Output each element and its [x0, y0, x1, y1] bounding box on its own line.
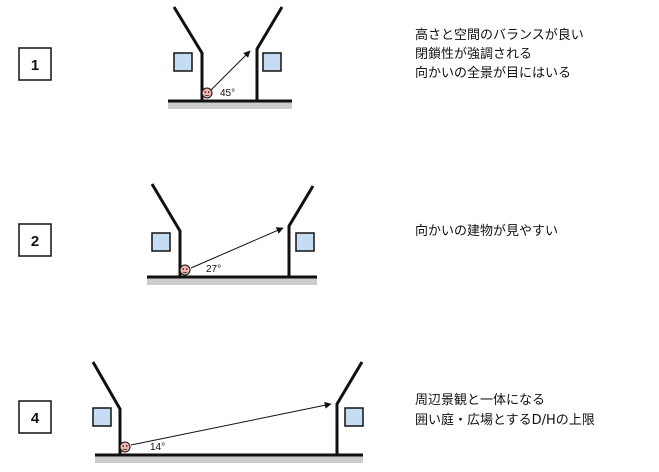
- ground-shadow: [168, 102, 292, 109]
- right-building-outline: [255, 6, 284, 101]
- panel-number: 4: [31, 410, 40, 427]
- left-building-window: [151, 232, 171, 252]
- right-building-window: [295, 232, 315, 252]
- viewer-face-icon: [119, 441, 131, 453]
- right-building-outline: [335, 361, 364, 455]
- panel-2: 2 27° 向かいの建物が見やすい: [18, 183, 558, 285]
- left-building-outline: [172, 6, 204, 101]
- description-line-2: 囲い庭・広場とするD/Hの上限: [415, 412, 595, 428]
- panel-1: 1 45° 高さと空間のバランスが良い 閉鎖性が強調される 向かいの全景が目には…: [18, 6, 584, 109]
- left-building-outline: [150, 183, 182, 277]
- viewer-face-icon: [179, 264, 191, 276]
- ground-shadow: [147, 278, 317, 285]
- right-building-window: [344, 407, 364, 427]
- viewer-face-icon: [201, 87, 213, 99]
- panel-number-box: [18, 400, 52, 434]
- sightline-arrow: [130, 401, 332, 446]
- panel-number: 1: [31, 57, 39, 74]
- right-building-window: [262, 52, 282, 72]
- angle-label: 45°: [220, 88, 235, 99]
- description-line-1: 高さと空間のバランスが良い: [415, 27, 584, 43]
- angle-label: 27°: [206, 264, 221, 275]
- description-line-2: 閉鎖性が強調される: [415, 46, 532, 62]
- ground-shadow: [95, 456, 363, 463]
- sightline-arrow: [207, 50, 251, 94]
- panel-number: 2: [31, 233, 39, 250]
- left-building-window: [92, 407, 112, 427]
- description-line-1: 周辺景観と一体になる: [415, 393, 545, 408]
- left-building-window: [173, 52, 193, 72]
- sightline-arrow: [190, 227, 284, 269]
- panel-number-box: [18, 47, 52, 81]
- panel-number-box: [18, 223, 52, 257]
- right-building-outline: [287, 185, 315, 277]
- panel-4: 4 14° 周辺景観と一体になる 囲い庭・広場とするD/Hの上限: [18, 361, 595, 463]
- description-line-1: 向かいの建物が見やすい: [415, 223, 558, 239]
- angle-label: 14°: [150, 442, 165, 453]
- description-line-3: 向かいの全景が目にはいる: [415, 65, 571, 81]
- left-building-outline: [91, 361, 122, 455]
